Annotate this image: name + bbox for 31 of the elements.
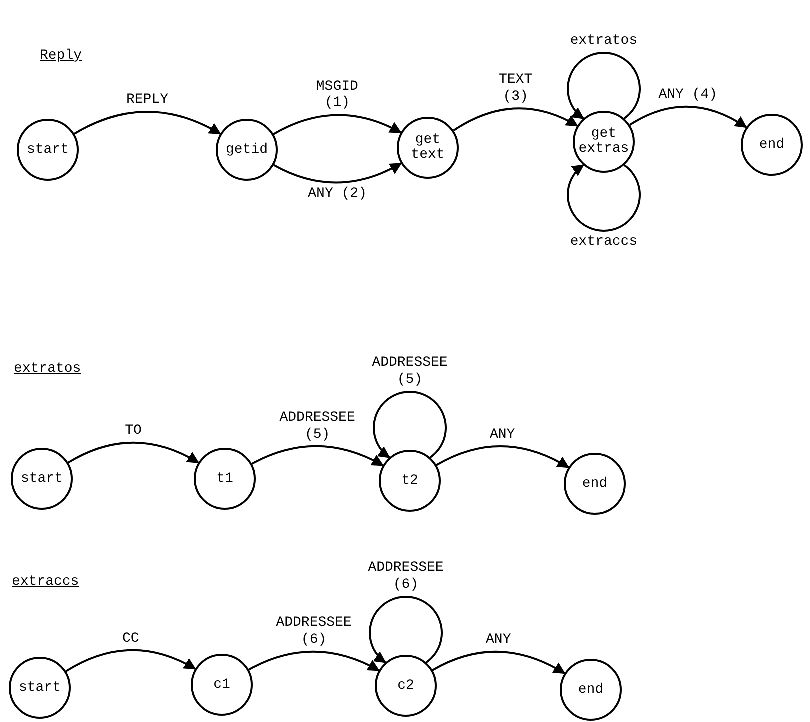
section-title: extratos	[14, 361, 82, 377]
transition-arrow	[74, 111, 222, 135]
transition-arrow	[567, 164, 641, 232]
state-circle: end	[560, 659, 622, 721]
transition-arrow	[436, 446, 570, 468]
state-circle: end	[741, 114, 803, 176]
state-circle: end	[564, 453, 626, 515]
transition-arrow	[273, 114, 402, 136]
transition-arrow	[432, 651, 566, 674]
transition-arrow	[453, 108, 578, 132]
state-circle: start	[11, 448, 73, 510]
transition-arrow	[66, 649, 196, 672]
transition-arrow	[274, 162, 402, 184]
transition-arrow	[567, 52, 641, 120]
transition-arrow	[369, 596, 443, 664]
section-title: Reply	[40, 48, 82, 64]
transition-arrow	[68, 442, 200, 464]
state-circle: start	[17, 119, 79, 181]
section-title: extraccs	[12, 574, 80, 590]
state-circle: start	[9, 657, 71, 719]
state-circle: getid	[216, 119, 278, 181]
state-circle: get text	[397, 117, 459, 179]
transition-arrow	[248, 650, 380, 672]
state-circle: c2	[375, 655, 437, 717]
transition-arrow	[630, 106, 748, 128]
state-circle: t1	[194, 448, 256, 510]
transition-arrow	[373, 391, 447, 458]
state-circle: c1	[191, 654, 253, 716]
state-circle: get extras	[573, 111, 635, 173]
state-circle: t2	[379, 450, 441, 512]
transition-arrow	[252, 445, 384, 466]
